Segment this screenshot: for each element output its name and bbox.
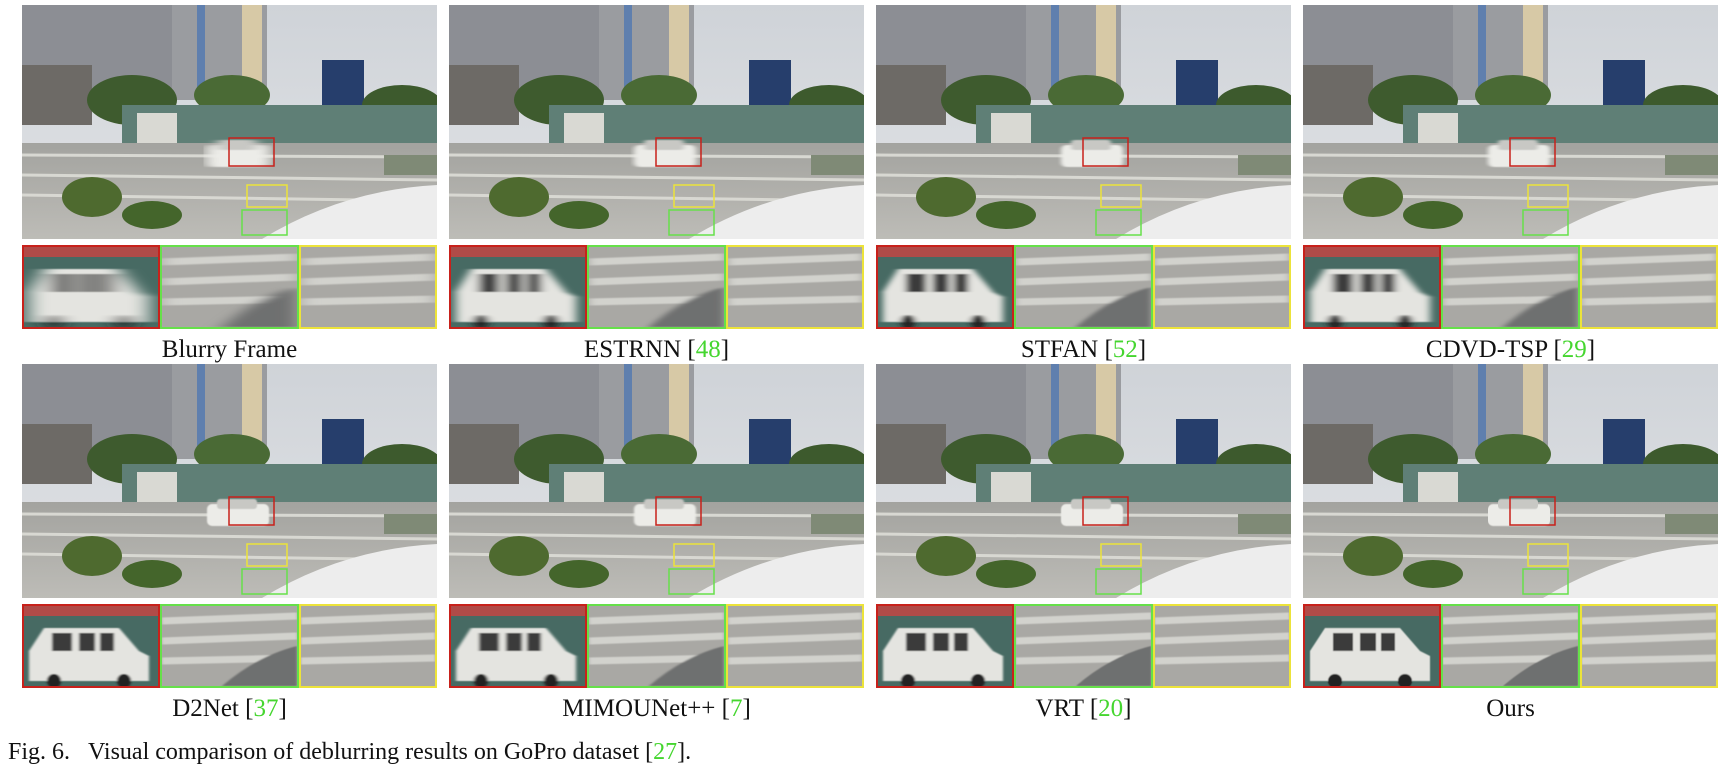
method-cite: 7 (729, 695, 743, 722)
cite-close: ] (1137, 336, 1147, 363)
zoom-crops (876, 245, 1291, 329)
scene-image (1303, 364, 1718, 598)
zoom-crop-car (449, 604, 587, 688)
zoom-crops (449, 245, 864, 329)
figure-label: Fig. 6. (8, 739, 71, 765)
zoom-crop-car (1303, 604, 1441, 688)
scene-image (876, 5, 1291, 239)
method-name: CDVD-TSP [ (1425, 336, 1562, 363)
method-name: MIMOUNet++ [ (562, 695, 730, 722)
panel-caption: MIMOUNet++ [7] (449, 694, 864, 724)
cite-close: ] (1123, 695, 1132, 722)
zoom-crop-road-green (1441, 245, 1580, 329)
method-cite: 20 (1098, 695, 1124, 722)
zoom-crop-road-green (1441, 604, 1580, 688)
figure-caption: Fig. 6. Visual comparison of deblurring r… (8, 737, 691, 767)
zoom-crop-road-yellow (1153, 245, 1291, 329)
scene-image (876, 364, 1291, 598)
method-name: Ours (1486, 695, 1535, 722)
method-cite: 37 (253, 695, 279, 722)
zoom-crops (1303, 245, 1718, 329)
zoom-crop-car (876, 604, 1014, 688)
zoom-crop-road-yellow (726, 245, 864, 329)
method-name: VRT [ (1035, 695, 1099, 722)
method-name: D2Net [ (172, 695, 254, 722)
zoom-crop-road-yellow (299, 604, 437, 688)
panel-caption: ESTRNN [48] (449, 335, 864, 365)
zoom-crop-road-green (160, 245, 299, 329)
zoom-crop-car (1303, 245, 1441, 329)
zoom-crops (449, 604, 864, 688)
panel-caption: STFAN [52] (876, 335, 1291, 365)
scene-image (1303, 5, 1718, 239)
cite-close: ] (1586, 336, 1596, 363)
scene-image (449, 364, 864, 598)
method-cite: 29 (1561, 336, 1587, 363)
scene-image (449, 5, 864, 239)
panel-caption: Ours (1303, 694, 1718, 724)
cite-close: ] (720, 336, 730, 363)
zoom-crops (22, 604, 437, 688)
zoom-crops (876, 604, 1291, 688)
zoom-crops (1303, 604, 1718, 688)
figure-caption-end: ]. (677, 739, 692, 765)
panel-caption: D2Net [37] (22, 694, 437, 724)
method-cite: 52 (1112, 336, 1138, 363)
zoom-crop-car (22, 245, 160, 329)
scene-image (22, 5, 437, 239)
cite-close: ] (742, 695, 751, 722)
zoom-crop-road-green (160, 604, 299, 688)
zoom-crop-road-green (587, 245, 726, 329)
panel-caption: Blurry Frame (22, 335, 437, 365)
method-name: STFAN [ (1020, 336, 1113, 363)
method-cite: 48 (695, 336, 721, 363)
zoom-crop-car (22, 604, 160, 688)
method-name: Blurry Frame (161, 336, 298, 363)
zoom-crop-road-yellow (1153, 604, 1291, 688)
zoom-crop-road-green (587, 604, 726, 688)
zoom-crop-road-yellow (1580, 604, 1718, 688)
cite-close: ] (278, 695, 287, 722)
figure-caption-cite: 27 (653, 739, 678, 765)
zoom-crop-car (876, 245, 1014, 329)
panel-caption: CDVD-TSP [29] (1303, 335, 1718, 365)
panel-caption: VRT [20] (876, 694, 1291, 724)
zoom-crop-car (449, 245, 587, 329)
figure-caption-text: Visual comparison of deblurring results … (88, 739, 654, 765)
zoom-crop-road-yellow (299, 245, 437, 329)
zoom-crop-road-green (1014, 245, 1153, 329)
zoom-crop-road-yellow (1580, 245, 1718, 329)
zoom-crops (22, 245, 437, 329)
scene-image (22, 364, 437, 598)
zoom-crop-road-green (1014, 604, 1153, 688)
zoom-crop-road-yellow (726, 604, 864, 688)
method-name: ESTRNN [ (583, 336, 696, 363)
